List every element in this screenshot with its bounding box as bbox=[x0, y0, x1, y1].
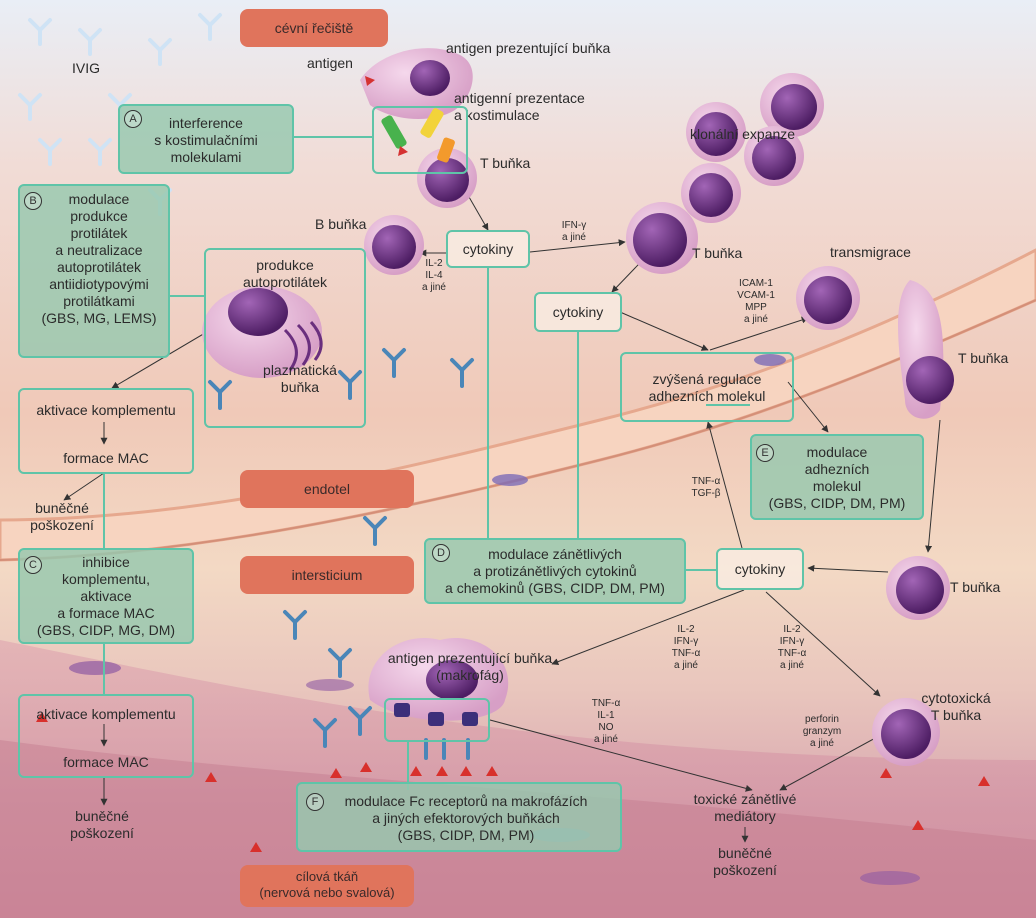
apc-top-cell bbox=[360, 48, 473, 120]
apc-top-label: antigen prezentující buňka bbox=[446, 40, 611, 56]
t-cell-3-label: T buňka bbox=[958, 350, 1009, 366]
box-d-cytokine-modulation: D modulace zánětlivých a protizánětlivýc… bbox=[424, 538, 686, 604]
box-c-text: inhibice komplementu, aktivace a formace… bbox=[36, 554, 176, 638]
plasma-cell-text: plazmatická buňka bbox=[263, 362, 337, 395]
box-e-adhesion-modulation: E modulace adhezních molekul (GBS, CIDP,… bbox=[750, 434, 924, 520]
box-f-fc-receptor-modulation: F modulace Fc receptorů na makrofázích a… bbox=[296, 782, 622, 852]
t-cell-1-label: T buňka bbox=[480, 155, 531, 171]
muscle-nucleus bbox=[306, 679, 354, 691]
antigen-label: antigen bbox=[307, 55, 353, 71]
cytokines-3-text: cytokiny bbox=[734, 561, 786, 577]
right-cytokine-list: IL-2 IFN-γ TNF-α a jiné bbox=[777, 624, 807, 671]
macrophage bbox=[368, 638, 509, 726]
transmigrating-t-cell bbox=[796, 266, 954, 419]
adhesion-text: zvýšená regulace adhezních molekul bbox=[648, 371, 766, 404]
autoantibody-production-frame: produkce autoprotilátek plazmatická buňk… bbox=[204, 248, 366, 428]
macrophage-label: antigen prezentující buňka (makrofág) bbox=[387, 650, 553, 683]
ifn-label: IFN-γ a jiné bbox=[561, 220, 587, 243]
muscle-nucleus bbox=[69, 661, 121, 675]
fc-receptor-frame bbox=[384, 698, 490, 742]
complement-2-bottom: formace MAC bbox=[63, 754, 149, 770]
interstitium-tag: intersticium bbox=[240, 556, 414, 594]
badge-a: A bbox=[124, 110, 142, 128]
il-label: IL-2 IL-4 a jiné bbox=[422, 258, 446, 293]
clonal-expansion-cells bbox=[681, 73, 824, 223]
box-a-costimulation: A interference s kostimulačními molekula… bbox=[118, 104, 294, 174]
connector-lines bbox=[103, 136, 750, 790]
t-cell-lower bbox=[886, 556, 950, 620]
presentation-frame bbox=[372, 106, 468, 174]
box-a-text: interference s kostimulačními molekulami bbox=[154, 115, 258, 165]
autoantibodies bbox=[208, 348, 474, 760]
box-b-antibody-modulation: B modulace produkce protilátek a neutral… bbox=[18, 184, 170, 358]
box-b-text: modulace produkce protilátek a neutraliz… bbox=[41, 191, 157, 326]
left-cytokine-list: IL-2 IFN-γ TNF-α a jiné bbox=[671, 624, 701, 671]
presentation-label: antigenní prezentace a kostimulace bbox=[454, 90, 585, 123]
muscle-nucleus bbox=[860, 871, 920, 885]
complement-triangles bbox=[36, 712, 990, 852]
clonal-expansion-label: klonální expanze bbox=[690, 126, 796, 142]
complement-frame-1: aktivace komplementu formace MAC bbox=[18, 388, 194, 474]
endothelial-nucleus bbox=[754, 354, 786, 366]
t-cell-mid bbox=[626, 202, 698, 274]
badge-f: F bbox=[306, 793, 324, 811]
cytokines-box-3: cytokiny bbox=[716, 548, 804, 590]
cytokines-1-text: cytokiny bbox=[462, 241, 514, 257]
toxic-mediators-label: toxické zánětlivé mediátory bbox=[693, 791, 797, 824]
cytotoxic-t-cell bbox=[872, 698, 940, 766]
macrophage-output-list: TNF-α IL-1 NO a jiné bbox=[591, 698, 621, 745]
autoantibody-text: produkce autoprotilátek bbox=[242, 257, 328, 290]
t-cell-2-label: T buňka bbox=[692, 245, 743, 261]
plasma-cell bbox=[202, 286, 323, 378]
box-d-text: modulace zánětlivých a protizánětlivých … bbox=[445, 546, 665, 596]
cytotoxic-t-cell-label: cytotoxická T buňka bbox=[921, 690, 991, 723]
box-e-text: modulace adhezních molekul (GBS, CIDP, D… bbox=[768, 444, 906, 511]
icam-label: ICAM-1 VCAM-1 MPP a jiné bbox=[737, 278, 775, 325]
ivig-label: IVIG bbox=[72, 60, 101, 76]
perforin-list: perforin granzym a jiné bbox=[802, 714, 842, 749]
transmigration-label: transmigrace bbox=[830, 244, 911, 260]
target-tissue-tag: cílová tkáň (nervová nebo svalová) bbox=[240, 865, 414, 907]
tnf-tgf-label: TNF-α TGF-β bbox=[691, 476, 721, 499]
complement-2-top: aktivace komplementu bbox=[36, 706, 176, 722]
costimulatory-molecules bbox=[365, 76, 455, 163]
endothelium-lower-edge bbox=[0, 299, 1036, 561]
complement-frame-2: aktivace komplementu formace MAC bbox=[18, 694, 194, 778]
t-cell-top bbox=[417, 148, 477, 208]
b-cell-label: B buňka bbox=[315, 216, 367, 232]
b-cell bbox=[364, 215, 424, 275]
box-c-complement-inhibition: C inhibice komplementu, aktivace a forma… bbox=[18, 548, 194, 644]
cell-damage-label-3: buněčné poškození bbox=[713, 845, 777, 878]
vascular-tag: cévní řečiště bbox=[240, 9, 388, 47]
badge-d: D bbox=[432, 544, 450, 562]
box-f-text: modulace Fc receptorů na makrofázích a j… bbox=[344, 793, 588, 843]
badge-b: B bbox=[24, 192, 42, 210]
badge-e: E bbox=[756, 444, 774, 462]
cytokines-box-1: cytokiny bbox=[446, 230, 530, 268]
endothelial-nucleus bbox=[492, 474, 528, 486]
adhesion-upregulation-box: zvýšená regulace adhezních molekul bbox=[620, 352, 794, 422]
cell-damage-label-1: buněčné poškození bbox=[30, 500, 94, 533]
complement-1-top: aktivace komplementu bbox=[36, 402, 176, 418]
cytokines-2-text: cytokiny bbox=[552, 304, 604, 320]
cell-damage-label-2: buněčné poškození bbox=[70, 808, 134, 841]
endothelium-tag: endotel bbox=[240, 470, 414, 508]
badge-c: C bbox=[24, 556, 42, 574]
cytokines-box-2: cytokiny bbox=[534, 292, 622, 332]
t-cell-4-label: T buňka bbox=[950, 579, 1001, 595]
complement-1-bottom: formace MAC bbox=[63, 450, 149, 466]
